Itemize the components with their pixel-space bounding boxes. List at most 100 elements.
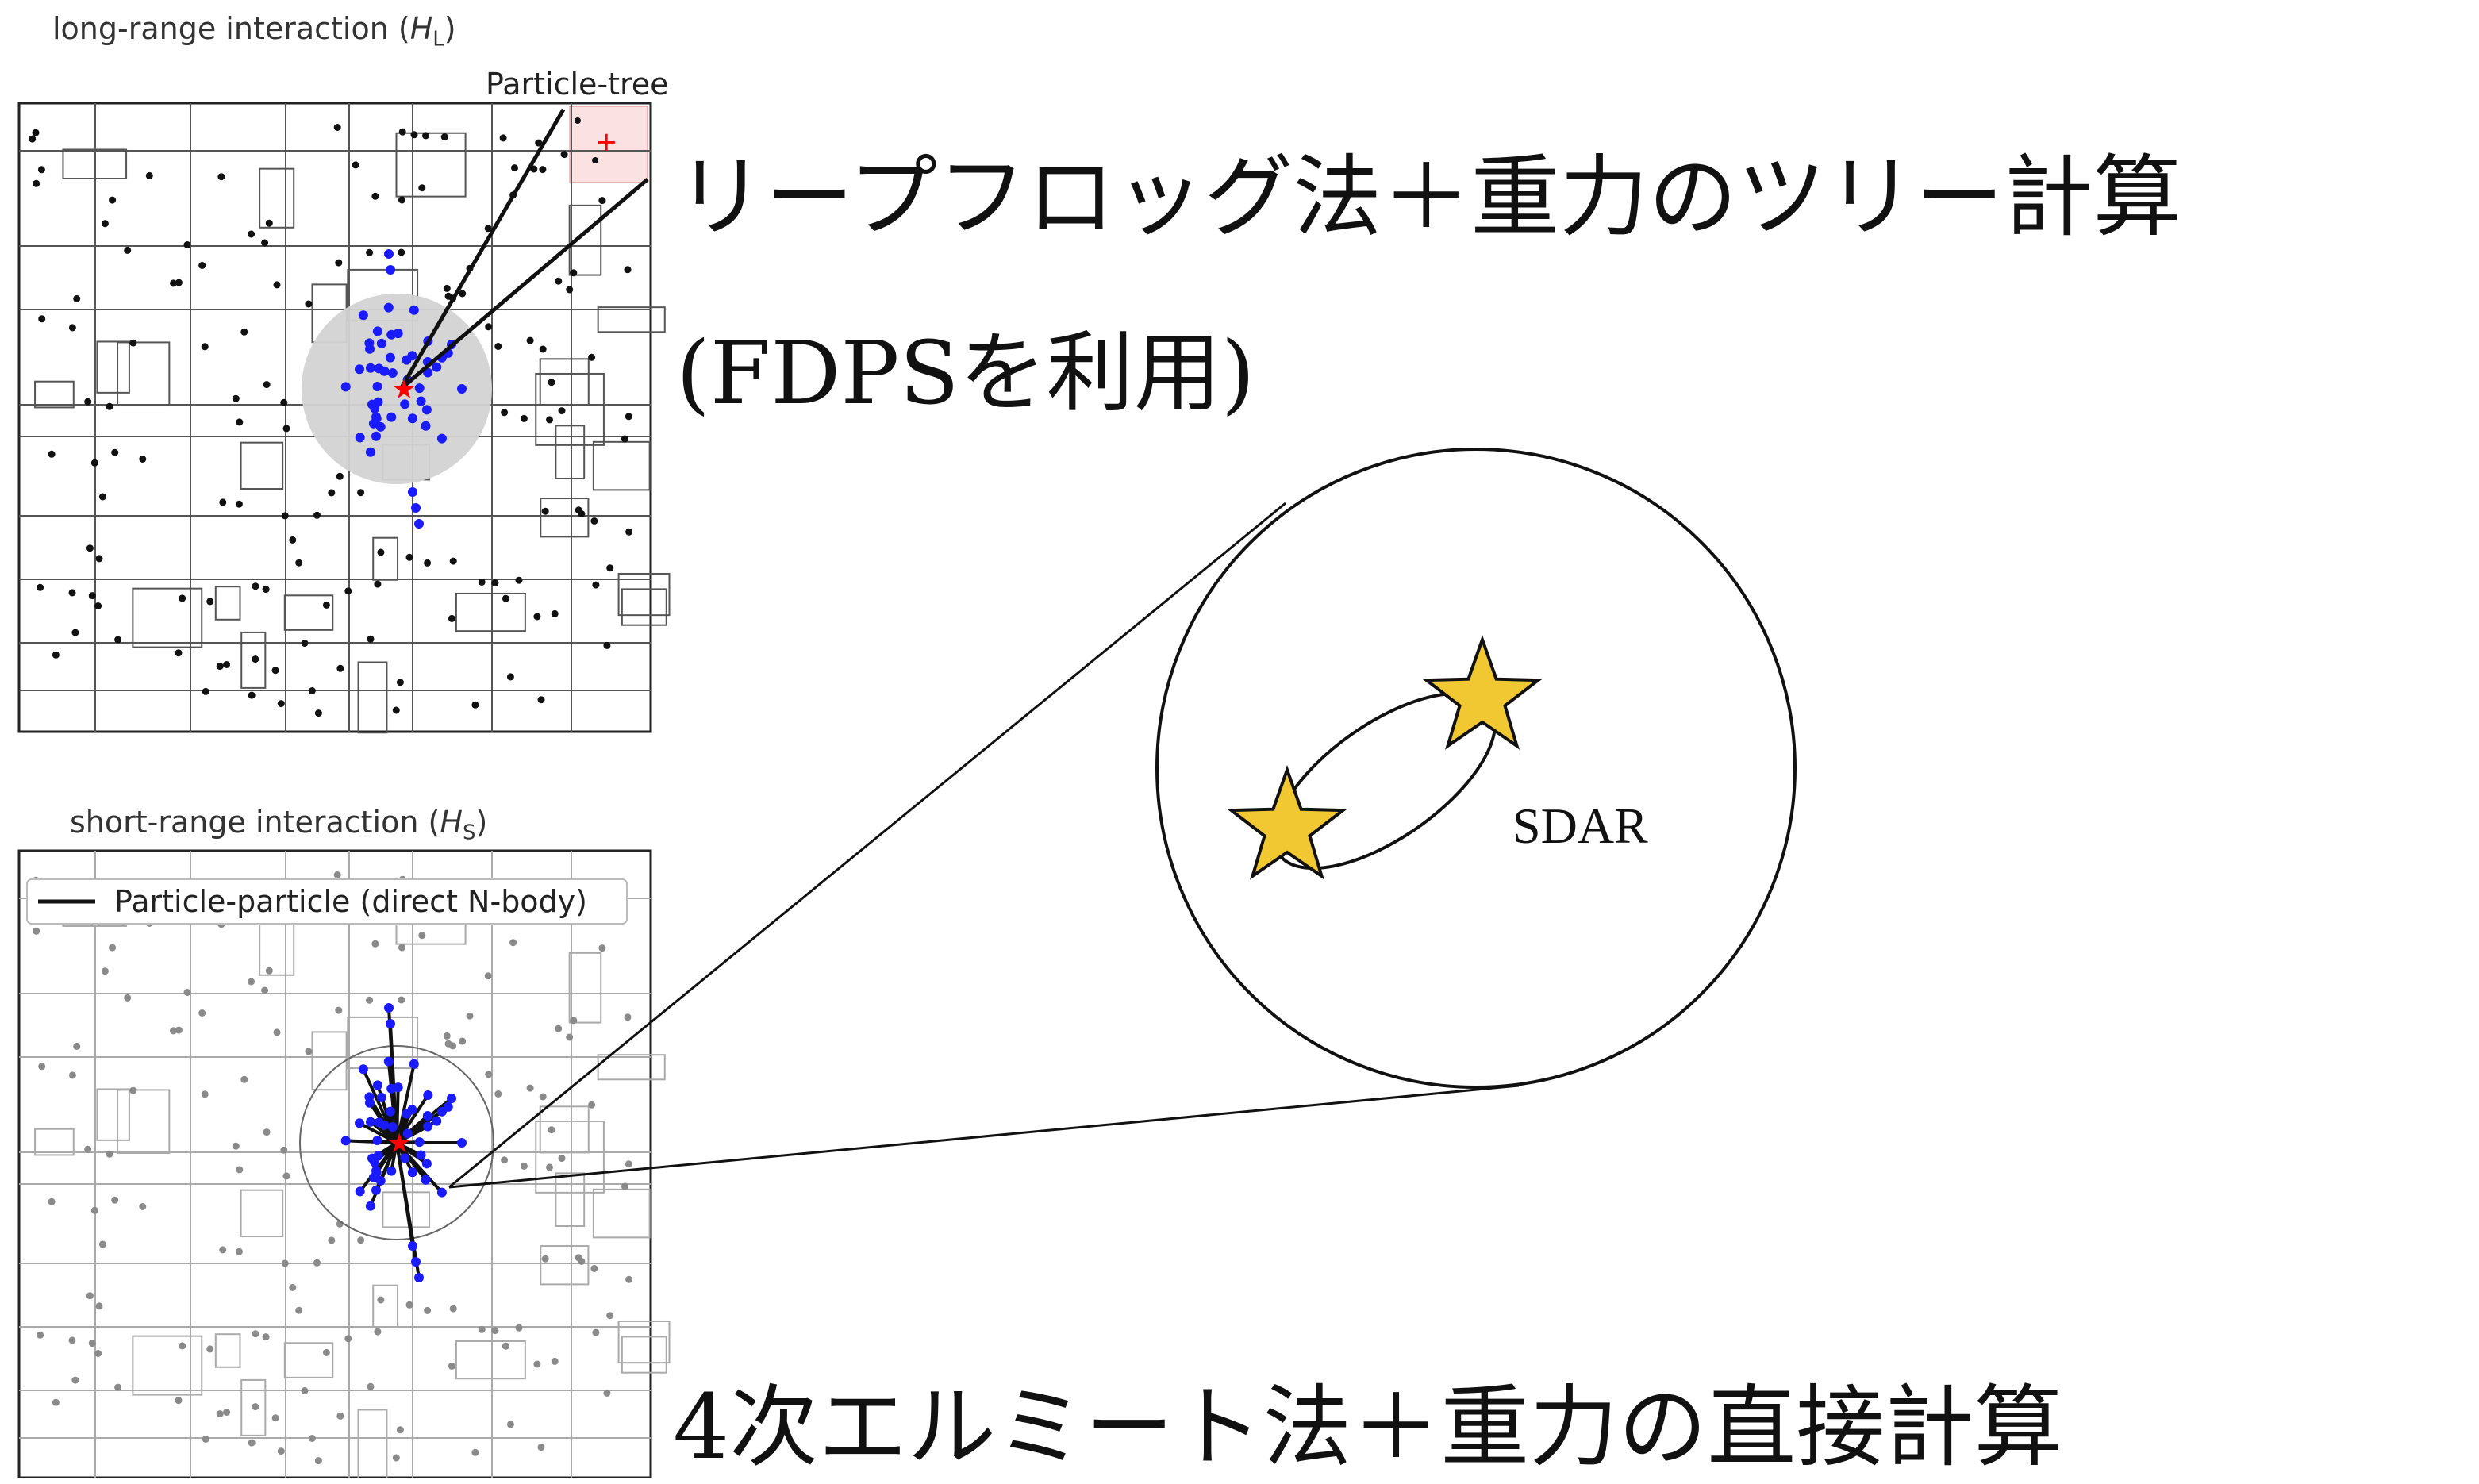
particle-dot <box>170 1027 177 1035</box>
particle-dot <box>301 640 309 647</box>
near-particle <box>408 1241 417 1251</box>
particle-dot <box>336 1412 344 1420</box>
tree-subcell <box>617 1320 671 1364</box>
particle-dot <box>535 139 543 147</box>
particle-dot <box>95 1302 103 1310</box>
tree-subcell <box>214 1333 241 1368</box>
particle-dot <box>494 343 502 350</box>
particle-dot <box>232 394 240 402</box>
particle-dot <box>539 1093 547 1101</box>
particle-dot <box>322 1348 330 1356</box>
near-particle <box>400 1153 410 1163</box>
particle-dot <box>305 300 313 308</box>
particle-dot <box>520 1162 528 1170</box>
near-particle <box>386 265 395 275</box>
particle-dot <box>277 1447 285 1455</box>
tree-subcell <box>283 594 334 631</box>
particle-dot <box>418 184 426 192</box>
near-particle <box>386 1166 397 1176</box>
particle-dot <box>449 1042 457 1050</box>
tree-subcell <box>455 1340 526 1380</box>
particle-dot <box>443 284 451 292</box>
particle-dot <box>398 944 405 952</box>
particle-dot <box>252 655 259 663</box>
near-particle <box>457 384 467 394</box>
particle-dot <box>129 339 137 347</box>
particle-dot <box>541 1255 549 1263</box>
particle-dot <box>84 1145 92 1153</box>
particle-dot <box>366 996 374 1004</box>
particle-dot <box>621 1182 628 1190</box>
particle-dot <box>313 511 321 519</box>
particle-dot <box>566 286 574 294</box>
near-particle <box>370 1157 380 1167</box>
particle-dot <box>175 1026 183 1034</box>
particle-dot <box>551 1357 559 1365</box>
particle-dot <box>33 179 40 187</box>
near-particle <box>436 433 447 444</box>
particle-dot <box>109 944 117 952</box>
particle-dot <box>624 1013 632 1021</box>
particle-dot <box>590 517 598 525</box>
particle-dot <box>449 557 457 565</box>
near-particle <box>376 338 386 348</box>
near-particle <box>370 403 380 413</box>
near-particle <box>385 352 395 363</box>
particle-dot <box>235 1248 243 1255</box>
particle-dot <box>124 246 132 254</box>
particle-dot <box>201 1090 209 1098</box>
near-particle <box>379 366 390 376</box>
tree-subcell <box>132 587 203 648</box>
particle-dot <box>217 173 225 181</box>
particle-dot <box>289 1283 297 1291</box>
particle-dot <box>546 416 553 424</box>
particle-dot <box>308 687 316 694</box>
particle-dot <box>252 1330 259 1338</box>
particle-dot <box>398 996 405 1004</box>
near-particle <box>355 1186 365 1197</box>
near-particle <box>432 362 442 372</box>
particle-dot <box>263 1128 271 1136</box>
particle-dot <box>533 1360 541 1368</box>
particle-dot <box>29 135 37 143</box>
particle-dot <box>68 324 76 332</box>
particle-dot <box>273 1028 281 1036</box>
near-particle <box>372 326 382 336</box>
top-panel-title: long-range interaction (HL) <box>52 11 456 52</box>
particle-dot <box>94 1350 102 1357</box>
particle-dot <box>124 994 132 1002</box>
particle-dot <box>52 1398 60 1406</box>
near-particle <box>372 1080 382 1090</box>
particle-dot <box>261 986 269 994</box>
near-particle <box>383 302 394 313</box>
tree-subcell <box>347 1016 419 1070</box>
particle-dot <box>281 512 289 520</box>
near-particle <box>414 1137 425 1148</box>
particle-dot <box>491 579 499 587</box>
near-particle <box>436 1187 447 1198</box>
particle-dot <box>588 353 596 361</box>
particle-dot <box>277 700 285 708</box>
particle-dot <box>624 266 632 274</box>
particle-dot <box>548 379 555 386</box>
particle-dot <box>206 598 214 606</box>
tree-subcell <box>283 1342 334 1378</box>
tree-subcell <box>34 1128 75 1156</box>
particle-dot <box>295 1306 303 1314</box>
particle-dot <box>179 594 186 602</box>
particle-dot <box>73 294 81 302</box>
particle-dot <box>71 629 79 636</box>
particle-dot <box>377 1296 385 1304</box>
near-particle <box>371 1185 381 1195</box>
particle-dot <box>367 635 375 643</box>
near-particle <box>371 431 381 441</box>
particle-dot <box>111 1196 119 1204</box>
particle-dot <box>392 1454 400 1462</box>
particle-dot <box>424 559 432 567</box>
particle-dot <box>305 1048 313 1055</box>
tree-subcell <box>555 1172 586 1227</box>
particle-dot <box>206 1345 214 1353</box>
bottom-direct-panel: ★ <box>17 849 671 1478</box>
